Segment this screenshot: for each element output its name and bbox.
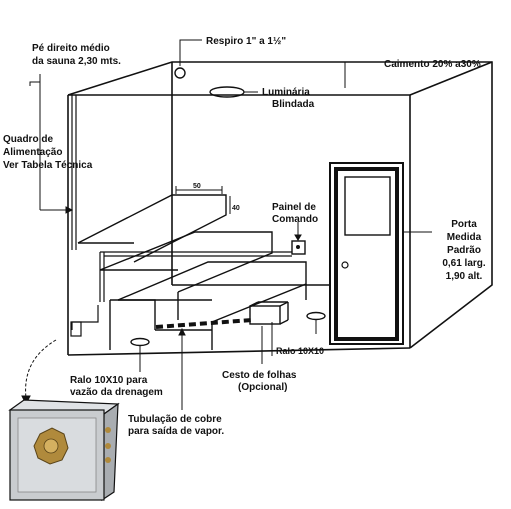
drain-left [130, 337, 150, 347]
leader-lines [21, 39, 432, 410]
copper-pipe [155, 318, 253, 329]
door-label-3: Padrão [447, 245, 481, 256]
drain-right [306, 311, 326, 321]
lamp-label-1: Luminária [262, 87, 310, 98]
door-label-1: Porta [451, 219, 477, 230]
step-width-label: 50 [193, 183, 201, 190]
control-panel-label-1: Painel de [272, 202, 316, 213]
door-label-2: Medida [447, 232, 482, 243]
drain-right-label: Ralo 10X10 [276, 346, 324, 356]
power-panel-label-1: Quadro de [3, 134, 53, 145]
steam-generator [8, 399, 120, 502]
copper-pipe-label-1: Tubulação de cobre [128, 414, 222, 425]
ceiling-height-label-1: Pé direito médio [32, 43, 110, 54]
lamp-label-2: Blindada [272, 99, 315, 110]
control-panel-box [291, 240, 306, 255]
drain-left-label-2: vazão da drenagem [70, 387, 163, 398]
power-box [70, 321, 82, 337]
copper-pipe-label-2: para saída de vapor. [128, 426, 224, 437]
leaf-basket-label-1: Cesto de folhas [222, 370, 297, 381]
control-panel-knob [296, 245, 300, 249]
vent-hole [174, 67, 186, 79]
slope-label: Caimento 20% a30% [384, 59, 481, 70]
door [329, 162, 404, 345]
power-panel-label-3: Ver Tabela Técnica [3, 160, 93, 171]
leaf-basket-label-2: (Opcional) [238, 382, 287, 393]
drain-left-label-1: Ralo 10X10 para [70, 375, 148, 386]
step-height-label: 40 [232, 205, 240, 212]
vent-label: Respiro 1" a 1½" [206, 36, 286, 47]
power-panel-label-2: Alimentação [3, 147, 62, 158]
control-panel-label-2: Comando [272, 214, 318, 225]
benches [77, 194, 307, 350]
wiring [71, 95, 292, 330]
ceiling-height-label-2: da sauna 2,30 mts. [32, 56, 121, 67]
bench-dimensions [175, 186, 231, 214]
leaf-basket-box [249, 301, 289, 325]
door-label-5: 1,90 alt. [446, 271, 483, 282]
door-label-4: 0,61 larg. [442, 258, 486, 269]
